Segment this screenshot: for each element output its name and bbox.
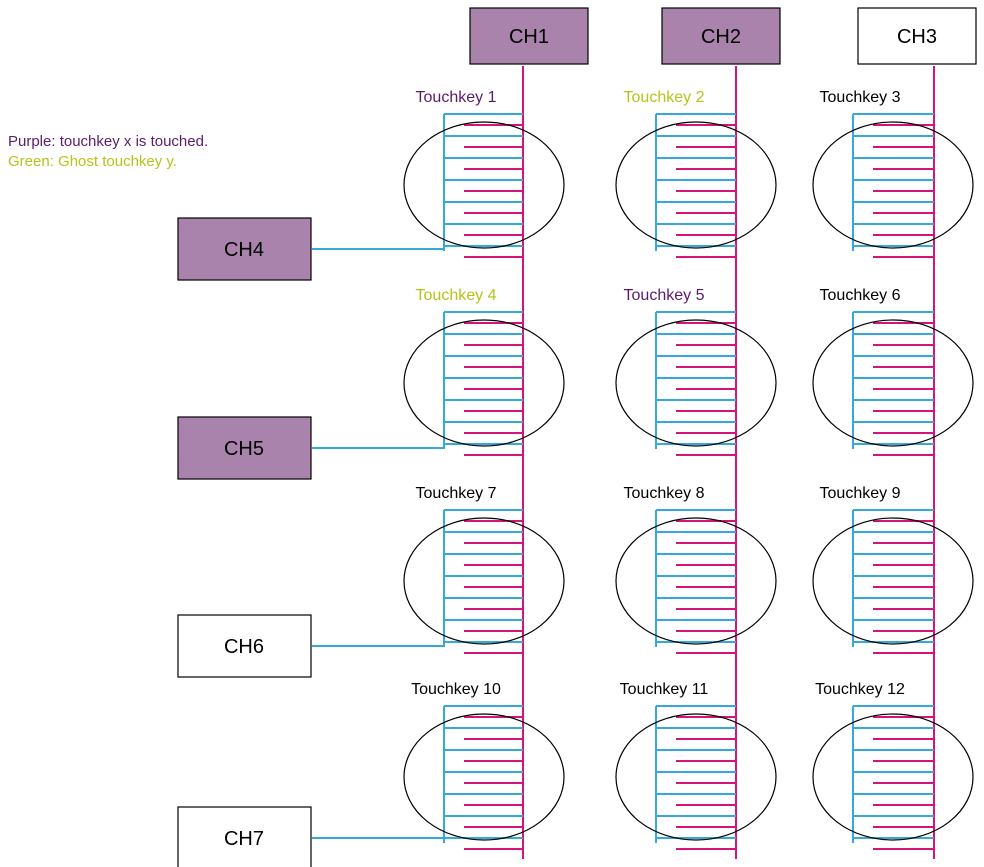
channel-box [661, 7, 781, 65]
touchkey-10: Touchkey 10 [403, 681, 565, 850]
touchkey-3: Touchkey 3 [812, 89, 974, 258]
channel-ch5: CH5 [177, 416, 312, 480]
channel-box [857, 7, 977, 65]
touchkey-11: Touchkey 11 [615, 681, 777, 850]
touchkey-label: Touchkey 4 [416, 287, 497, 304]
touchkey-label: Touchkey 6 [820, 287, 901, 304]
touchkey-outline [615, 121, 777, 249]
touchkey-label: Touchkey 2 [624, 89, 705, 106]
touchkey-9: Touchkey 9 [812, 485, 974, 654]
touchkey-1: Touchkey 1 [403, 89, 565, 258]
touchkeys: Touchkey 1 Touchkey 2 Touchkey 3 Touchkey 4… [403, 89, 974, 850]
channel-label: CH6 [224, 636, 264, 658]
channel-label: CH4 [224, 239, 264, 261]
touchkey-label: Touchkey 8 [624, 485, 705, 502]
touchkey-outline [615, 713, 777, 841]
touchkey-label: Touchkey 9 [820, 485, 901, 502]
channel-label: CH5 [224, 438, 264, 460]
channel-ch7: CH7 [177, 806, 312, 867]
touchkey-label: Touchkey 1 [416, 89, 497, 106]
channel-box [177, 806, 312, 867]
touchkey-outline [615, 319, 777, 447]
channel-label: CH1 [509, 26, 549, 48]
legend-ghost-text: Green: Ghost touchkey y. [8, 153, 177, 170]
channel-ch1: CH1 [469, 7, 589, 65]
touchkey-6: Touchkey 6 [812, 287, 974, 456]
channel-label: CH2 [701, 26, 741, 48]
touchkey-outline [403, 319, 565, 447]
touchkey-label: Touchkey 7 [416, 485, 497, 502]
touchkey-outline [615, 517, 777, 645]
touchkey-outline [403, 121, 565, 249]
channel-ch3: CH3 [857, 7, 977, 65]
legend-touched-text: Purple: touchkey x is touched. [8, 133, 208, 150]
channel-ch2: CH2 [661, 7, 781, 65]
touchkey-2: Touchkey 2 [615, 89, 777, 258]
channel-label: CH7 [224, 828, 264, 850]
touchkey-outline [812, 121, 974, 249]
touchkey-8: Touchkey 8 [615, 485, 777, 654]
channel-box [177, 416, 312, 480]
touchkey-label: Touchkey 5 [624, 287, 705, 304]
touchkey-label: Touchkey 11 [620, 681, 709, 698]
channel-box [177, 217, 312, 281]
touchkey-outline [812, 517, 974, 645]
touchkey-7: Touchkey 7 [403, 485, 565, 654]
channel-box [177, 614, 312, 678]
touchkey-label: Touchkey 3 [820, 89, 901, 106]
legend: Purple: touchkey x is touched. Green: Gh… [8, 133, 208, 170]
touchkey-outline [812, 713, 974, 841]
touchkey-outline [812, 319, 974, 447]
traces [312, 66, 935, 859]
touchkey-4: Touchkey 4 [403, 287, 565, 456]
touchkey-label: Touchkey 12 [815, 681, 905, 698]
touchkey-outline [403, 713, 565, 841]
channel-box [469, 7, 589, 65]
channel-ch6: CH6 [177, 614, 312, 678]
touchkey-outline [403, 517, 565, 645]
touchkey-12: Touchkey 12 [812, 681, 974, 850]
touchkey-5: Touchkey 5 [615, 287, 777, 456]
touchkey-label: Touchkey 10 [411, 681, 501, 698]
channel-label: CH3 [897, 26, 937, 48]
channel-ch4: CH4 [177, 217, 312, 281]
